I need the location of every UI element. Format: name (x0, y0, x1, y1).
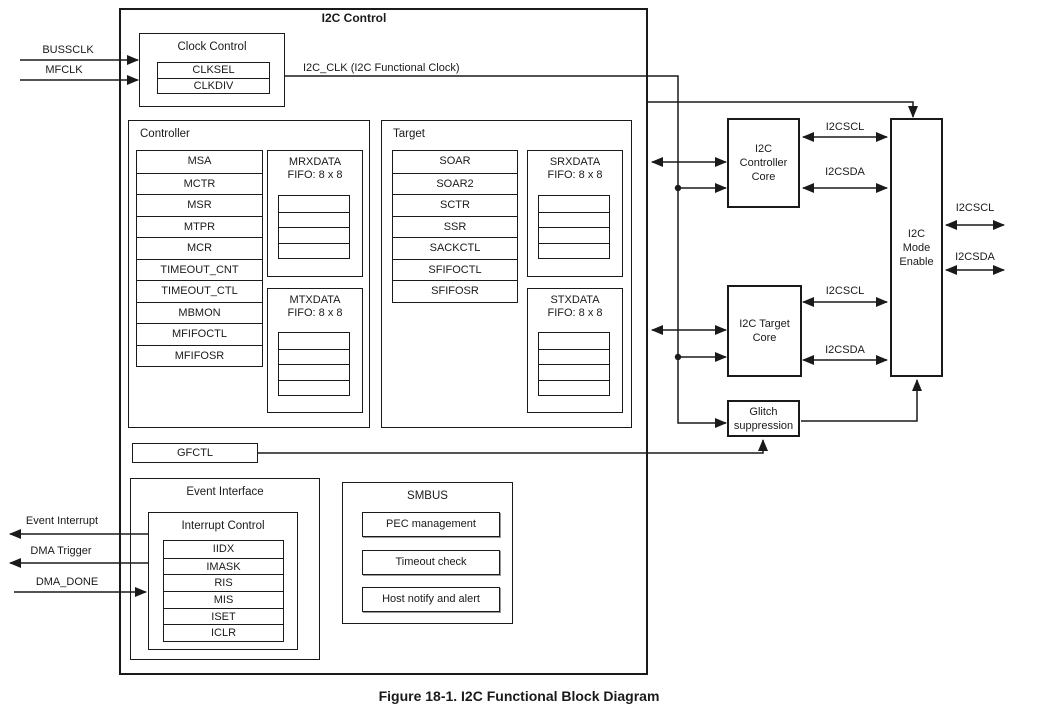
figure-caption: Figure 18-1. I2C Functional Block Diagra… (378, 688, 660, 704)
clock-control-register-stack: CLKSEL CLKDIV (157, 62, 270, 94)
glitch-to-mode-enable-line (801, 379, 922, 422)
register-row: MFIFOSR (137, 344, 262, 367)
i2c-controller-core-box: I2C Controller Core (727, 118, 800, 208)
external-scl-label: I2CSCL (955, 202, 995, 214)
register-row: TIMEOUT_CTL (137, 280, 262, 302)
i2c-mode-enable-label: I2C Mode Enable (899, 227, 934, 268)
i2c-target-core-box: I2C Target Core (727, 285, 802, 377)
dma-done-label: DMA_DONE (35, 576, 99, 588)
srxdata-fifo-size: FIFO: 8 x 8 (547, 169, 603, 181)
interrupt-control-title: Interrupt Control (181, 520, 265, 532)
controller-register-stack: MSA MCTR MSR MTPR MCR TIMEOUT_CNT TIMEOU… (136, 150, 263, 367)
controller-title: Controller (140, 128, 190, 140)
smbus-host-notify: Host notify and alert (362, 587, 500, 612)
stxdata-fifo-slots (538, 332, 610, 396)
register-row: RIS (164, 574, 283, 591)
mtxdata-fifo-slots (278, 332, 350, 396)
srxdata-fifo-name: SRXDATA (549, 156, 601, 168)
register-row: MCTR (137, 172, 262, 195)
register-row: SFIFOCTL (393, 258, 517, 281)
target-core-scl-label: I2CSCL (825, 285, 865, 297)
target-core-sda-label: I2CSDA (825, 344, 865, 356)
register-row: IIDX (212, 543, 235, 555)
gfctl-label: GFCTL (176, 447, 214, 459)
mrxdata-fifo-name: MRXDATA (288, 156, 342, 168)
register-row: MCR (137, 237, 262, 259)
interrupt-register-stack: IIDX IMASK RIS MIS ISET ICLR (163, 540, 284, 642)
i2c-target-core-label: I2C Target Core (739, 318, 790, 344)
clock-control-title: Clock Control (177, 41, 247, 53)
smbus-title: SMBUS (407, 490, 448, 502)
register-row: SOAR (439, 155, 471, 167)
register-row: CLKDIV (158, 78, 269, 93)
junction-dot (674, 353, 682, 361)
register-row: SOAR2 (393, 172, 517, 195)
target-register-stack: SOAR SOAR2 SCTR SSR SACKCTL SFIFOCTL SFI… (392, 150, 518, 303)
clk-to-mode-enable-line (648, 101, 918, 118)
register-row: MIS (164, 590, 283, 608)
stxdata-fifo-name: STXDATA (550, 294, 600, 306)
mfclk-label: MFCLK (45, 64, 83, 76)
mrxdata-fifo-size: FIFO: 8 x 8 (287, 169, 343, 181)
target-title: Target (393, 128, 425, 140)
register-row: ISET (164, 607, 283, 625)
register-row: TIMEOUT_CNT (137, 258, 262, 281)
event-interface-title: Event Interface (186, 486, 264, 498)
register-row: SACKCTL (393, 237, 517, 259)
register-row: MSA (187, 155, 212, 167)
register-row: IMASK (164, 557, 283, 575)
mtxdata-fifo-size: FIFO: 8 x 8 (287, 307, 343, 319)
i2c-clk-label: I2C_CLK (I2C Functional Clock) (303, 62, 460, 74)
dma-trigger-label: DMA Trigger (30, 545, 92, 557)
event-interrupt-label: Event Interrupt (25, 515, 99, 527)
i2c-controller-core-label: I2C Controller Core (739, 143, 788, 183)
smbus-pec-management: PEC management (362, 512, 500, 537)
gfctl-box: GFCTL (132, 443, 258, 463)
controller-core-sda-label: I2CSDA (825, 166, 865, 178)
register-row: MSR (137, 194, 262, 216)
junction-dot (674, 184, 682, 192)
register-row: SCTR (393, 194, 517, 216)
register-row: MTPR (137, 215, 262, 238)
i2c-control-title: I2C Control (321, 11, 387, 25)
controller-core-scl-label: I2CSCL (825, 121, 865, 133)
register-row: ICLR (164, 624, 283, 641)
busclk-label: BUSSCLK (42, 44, 94, 56)
register-row: CLKSEL (192, 64, 235, 76)
external-sda-label: I2CSDA (955, 251, 995, 263)
glitch-suppression-label: Glitch suppression (733, 405, 794, 432)
stxdata-fifo-size: FIFO: 8 x 8 (547, 307, 603, 319)
smbus-timeout-check: Timeout check (362, 550, 500, 575)
mrxdata-fifo-slots (278, 195, 350, 259)
mtxdata-fifo-name: MTXDATA (289, 294, 341, 306)
i2c-mode-enable-box: I2C Mode Enable (890, 118, 943, 377)
glitch-suppression-box: Glitch suppression (727, 400, 800, 437)
register-row: MBMON (137, 301, 262, 324)
srxdata-fifo-slots (538, 195, 610, 259)
register-row: SSR (393, 215, 517, 238)
register-row: MFIFOCTL (137, 323, 262, 345)
register-row: SFIFOSR (393, 280, 517, 302)
